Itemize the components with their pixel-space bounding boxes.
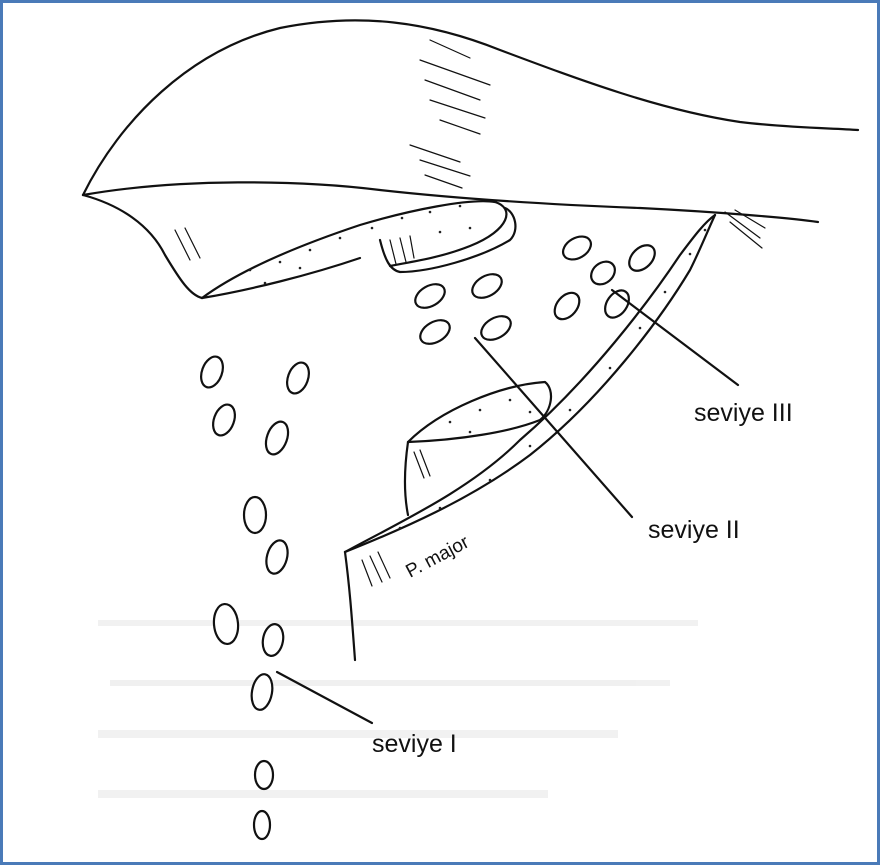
label-muscle: P. major xyxy=(402,531,473,582)
label-level-2: seviye II xyxy=(648,516,740,544)
pectoralis-major xyxy=(345,215,715,660)
cut-muscle-upper xyxy=(202,201,515,298)
lymph-nodes-level-1 xyxy=(197,354,313,839)
label-level-3: seviye III xyxy=(694,399,793,427)
leader-lines xyxy=(277,290,738,723)
lymph-nodes-level-2 xyxy=(411,269,515,348)
label-level-1: seviye I xyxy=(372,730,457,758)
axillary-diagram: seviye III seviye II seviye I P. major xyxy=(3,3,877,862)
cut-muscle-middle xyxy=(405,382,551,515)
ghost-background-text xyxy=(98,620,698,798)
upper-arm-shape xyxy=(83,20,858,298)
lymph-nodes-level-3 xyxy=(550,232,660,324)
